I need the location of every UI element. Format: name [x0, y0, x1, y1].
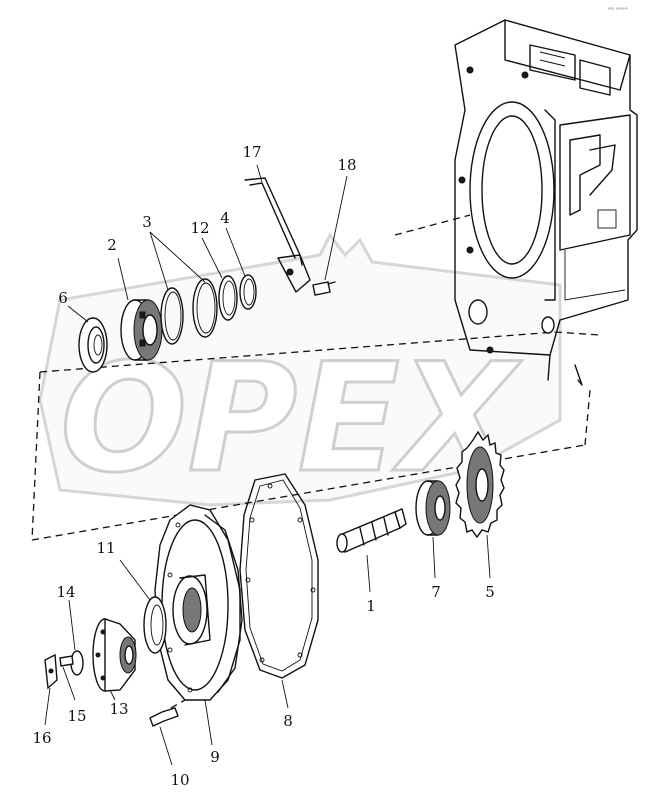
callout-12: 12	[190, 219, 209, 237]
corner-mark: °° °°°°	[608, 7, 628, 14]
callout-11: 11	[96, 539, 115, 557]
part-3-snap-rings	[160, 278, 218, 345]
callout-labels: 6 2 3 12 4 17 18 1 7 5 8 9 10 11 13 14 1…	[32, 143, 494, 789]
callout-6: 6	[58, 289, 68, 307]
callout-17: 17	[242, 143, 261, 161]
callout-2: 2	[107, 236, 117, 254]
part-11-seal-ring	[143, 596, 167, 654]
watermark-text: OPEX	[60, 332, 522, 506]
callout-15: 15	[67, 707, 86, 725]
part-2-bearing	[120, 299, 163, 361]
part-13-flange	[92, 618, 137, 692]
part-9-cover	[154, 504, 243, 701]
callout-16: 16	[32, 729, 51, 747]
part-1-shaft	[336, 508, 407, 553]
callout-18: 18	[337, 156, 356, 174]
part-12-ring	[218, 275, 238, 321]
part-6-seal	[78, 317, 108, 373]
callout-1: 1	[366, 597, 376, 615]
leader-lines	[44, 164, 491, 766]
callout-14: 14	[56, 583, 75, 601]
callout-10: 10	[170, 771, 189, 789]
part-18-bolt	[312, 281, 336, 296]
callout-4: 4	[220, 209, 230, 227]
transmission-housing	[454, 19, 638, 386]
callout-5: 5	[485, 583, 495, 601]
part-16-lock-plate	[44, 653, 58, 690]
callout-3: 3	[142, 213, 152, 231]
part-4-oring	[239, 274, 257, 310]
part-17-oil-pipe	[244, 177, 311, 293]
part-5-gear	[455, 430, 505, 539]
part-8-gasket	[239, 473, 319, 679]
part-10-bolt	[149, 707, 179, 727]
callout-8: 8	[283, 712, 293, 730]
callout-13: 13	[109, 700, 128, 718]
callout-9: 9	[210, 748, 220, 766]
part-15-screw	[59, 655, 74, 667]
watermark: OPEX	[38, 232, 562, 508]
part-7-bearing	[415, 480, 451, 536]
callout-7: 7	[431, 583, 441, 601]
